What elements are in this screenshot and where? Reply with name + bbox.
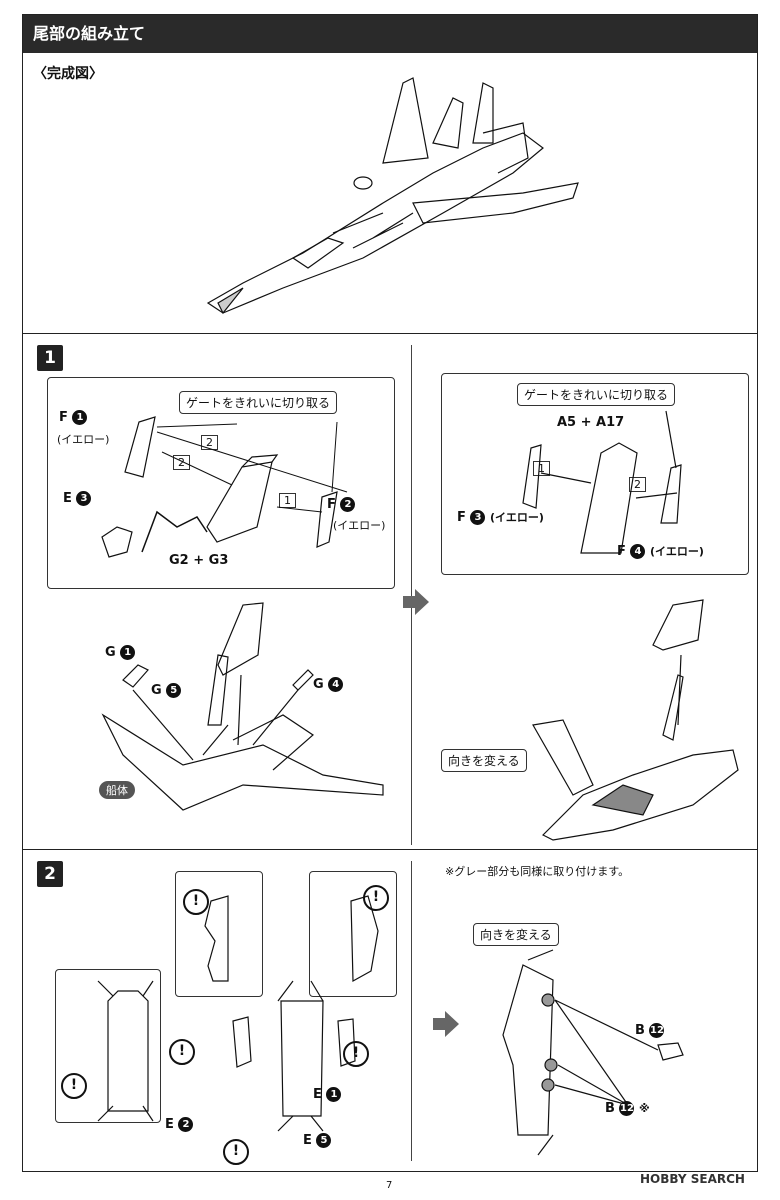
step2-split <box>411 861 412 1161</box>
part-b12: B 12 <box>635 1023 665 1038</box>
part-e3: E 3 <box>63 491 92 506</box>
part-number-badge: 3 <box>470 510 486 525</box>
part-g2-g3: G2 + G3 <box>169 553 229 568</box>
turn-note-1: 向きを変える <box>441 749 527 772</box>
warning-icon: ! <box>223 1139 249 1165</box>
step1-left-assembly-drawing <box>101 602 384 811</box>
next-arrow-icon <box>433 1011 459 1037</box>
order-marker: 2 <box>629 477 646 492</box>
order-marker: 1 <box>533 461 550 476</box>
step1-right-callout <box>441 373 749 575</box>
warning-icon: ! <box>363 885 389 911</box>
hull-badge: 船体 <box>99 781 135 799</box>
f2-color: (イエロー) <box>333 519 386 532</box>
f1-color: (イエロー) <box>57 433 110 446</box>
part-number-badge: 2 <box>340 497 356 512</box>
gate-note-right: ゲートをきれいに切り取る <box>517 383 676 406</box>
step-1-badge: 1 <box>37 345 63 371</box>
next-arrow-icon <box>403 589 429 615</box>
warning-icon: ! <box>169 1039 195 1065</box>
part-number-badge: 5 <box>166 683 182 698</box>
warning-icon: ! <box>61 1073 87 1099</box>
part-g1: G 1 <box>105 645 136 660</box>
part-number-badge: 4 <box>328 677 344 692</box>
part-f3: F 3 (イエロー) <box>457 510 544 525</box>
section-divider <box>23 849 757 850</box>
step1-split <box>411 345 412 845</box>
gate-note-left: ゲートをきれいに切り取る <box>179 391 338 414</box>
part-number-badge: 1 <box>326 1087 342 1102</box>
part-f2: F 2 <box>327 497 356 512</box>
page-number: 7 <box>386 1180 393 1191</box>
part-number-badge: 1 <box>72 410 88 425</box>
complete-ship-illustration <box>206 77 579 315</box>
part-number-badge: 2 <box>178 1117 194 1132</box>
step2-callout-shapes <box>97 895 379 1132</box>
step1-right-assembly-drawing <box>532 599 739 841</box>
warning-icon: ! <box>343 1041 369 1067</box>
part-g4: G 4 <box>313 677 344 692</box>
part-number-badge: 5 <box>316 1133 332 1148</box>
instruction-page: 尾部の組み立て 〈完成図〉 1 ゲートをきれいに切り取る F 1 (イエロー) … <box>22 14 758 1172</box>
part-number-badge: 1 <box>120 645 136 660</box>
part-a5-a17: A5 + A17 <box>557 415 625 430</box>
part-number-badge: 4 <box>630 544 646 559</box>
gray-parts-note: ※グレー部分も同様に取り付けます。 <box>445 865 630 878</box>
part-g5: G 5 <box>151 683 182 698</box>
step2-right-drawing <box>502 949 684 1156</box>
turn-note-2: 向きを変える <box>473 923 559 946</box>
page-title: 尾部の組み立て <box>23 15 757 53</box>
complete-label: 〈完成図〉 <box>33 66 103 82</box>
part-number-badge: 12 <box>619 1101 635 1116</box>
warning-icon: ! <box>183 889 209 915</box>
step-2-badge: 2 <box>37 861 63 887</box>
order-marker: 2 <box>201 435 218 450</box>
order-marker: 1 <box>279 493 296 508</box>
step1-right-parts-drawing <box>522 410 682 554</box>
step1-left-parts-drawing <box>101 416 348 558</box>
part-e2: E 2 <box>165 1117 194 1132</box>
part-e5: E 5 <box>303 1133 332 1148</box>
section-divider <box>23 333 757 334</box>
part-b12-gray: B 12 ※ <box>605 1101 650 1116</box>
watermark-text: HOBBY SEARCH <box>640 1172 745 1186</box>
part-f1: F 1 <box>59 410 88 425</box>
part-e1: E 1 <box>313 1087 342 1102</box>
part-number-badge: 12 <box>649 1023 665 1038</box>
part-number-badge: 3 <box>76 491 92 506</box>
